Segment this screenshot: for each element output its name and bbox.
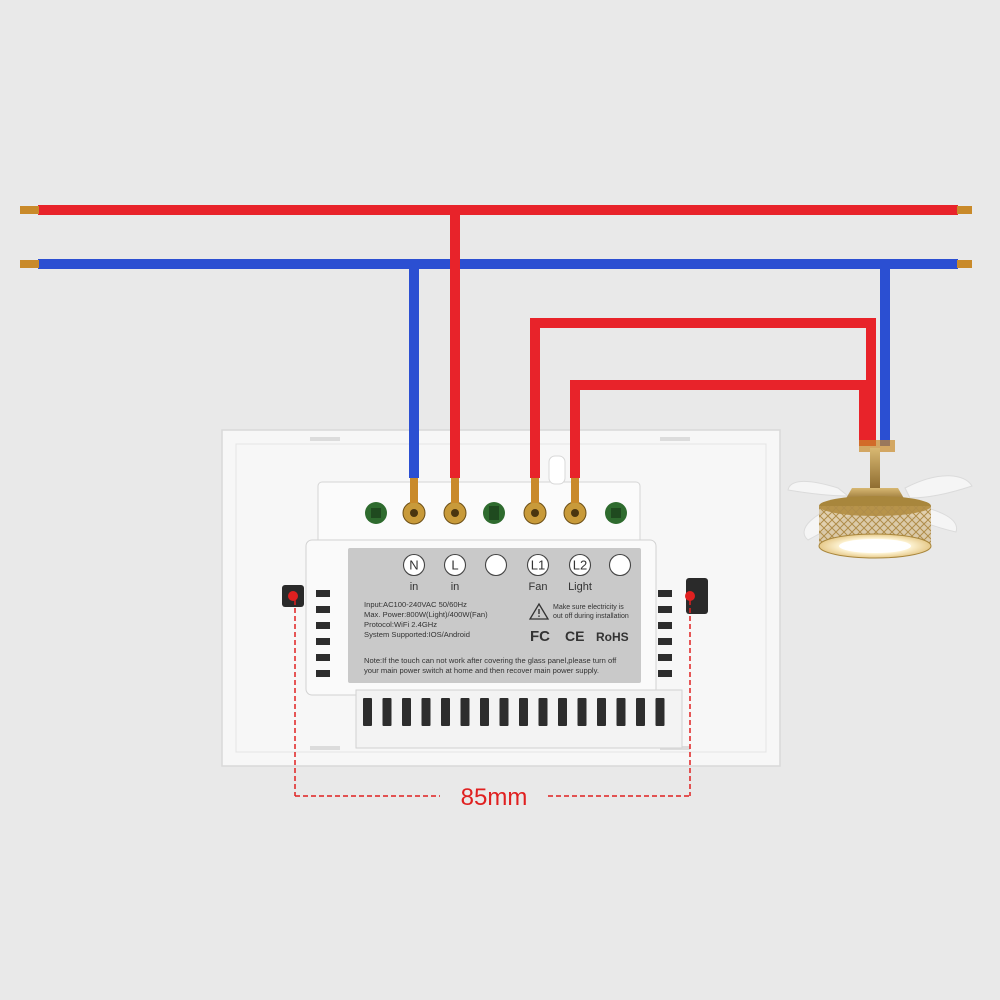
right-vents xyxy=(658,590,672,677)
warning-line-1: Make sure electricity is xyxy=(553,604,624,611)
width-label: 85mm xyxy=(461,784,528,811)
note-line-2: your main power switch at home and then … xyxy=(364,666,599,675)
fan-neutral-wire xyxy=(880,264,890,446)
warning-triangle-icon xyxy=(528,602,550,620)
branch-wires xyxy=(409,210,895,478)
terminal-caption: in xyxy=(410,581,419,593)
terminal-label xyxy=(608,553,632,577)
spec-line: System Supported:IOS/Android xyxy=(364,630,470,639)
live-drop-wire xyxy=(450,210,460,478)
note-line-1: Note:If the touch can not work after cov… xyxy=(364,656,617,665)
warning-notice: Make sure electricity is out off during … xyxy=(528,602,629,620)
terminal-label: Lin xyxy=(443,553,467,593)
rohs-mark: RoHS xyxy=(596,630,629,644)
fc-mark: FC xyxy=(530,628,550,645)
terminal-letter: L1 xyxy=(531,558,545,573)
terminal-label xyxy=(484,553,508,577)
live-main-wire xyxy=(20,205,972,215)
ce-mark: CE xyxy=(565,628,584,644)
screw-terminals xyxy=(365,477,627,525)
terminal-label: Nin xyxy=(402,553,426,593)
terminal-caption: Light xyxy=(568,581,592,593)
left-vents xyxy=(316,590,330,677)
terminal-caption: in xyxy=(451,581,460,593)
supply-wires xyxy=(20,205,972,269)
label-panel xyxy=(348,548,641,683)
neutral-main-wire xyxy=(20,259,972,269)
light-wire xyxy=(570,380,869,478)
width-dimension: 85mm xyxy=(288,591,695,811)
right-mount-tab xyxy=(686,578,708,614)
spec-line: Protocol:WiFi 2.4GHz xyxy=(364,620,437,629)
spec-line: Input:AC100-240VAC 50/60Hz xyxy=(364,600,467,609)
neutral-drop-wire xyxy=(409,264,419,478)
terminal-letter: L xyxy=(451,558,458,573)
terminal-caption: Fan xyxy=(529,581,548,593)
fan-wire xyxy=(530,318,876,478)
terminal-letter: N xyxy=(409,558,418,573)
certification-marks: FC CE RoHS xyxy=(530,628,629,645)
spec-line: Max. Power:800W(Light)/400W(Fan) xyxy=(364,610,488,619)
terminal-letter: L2 xyxy=(573,558,587,573)
ceiling-fan-icon xyxy=(787,448,973,559)
warning-line-2: out off during installation xyxy=(553,613,629,620)
